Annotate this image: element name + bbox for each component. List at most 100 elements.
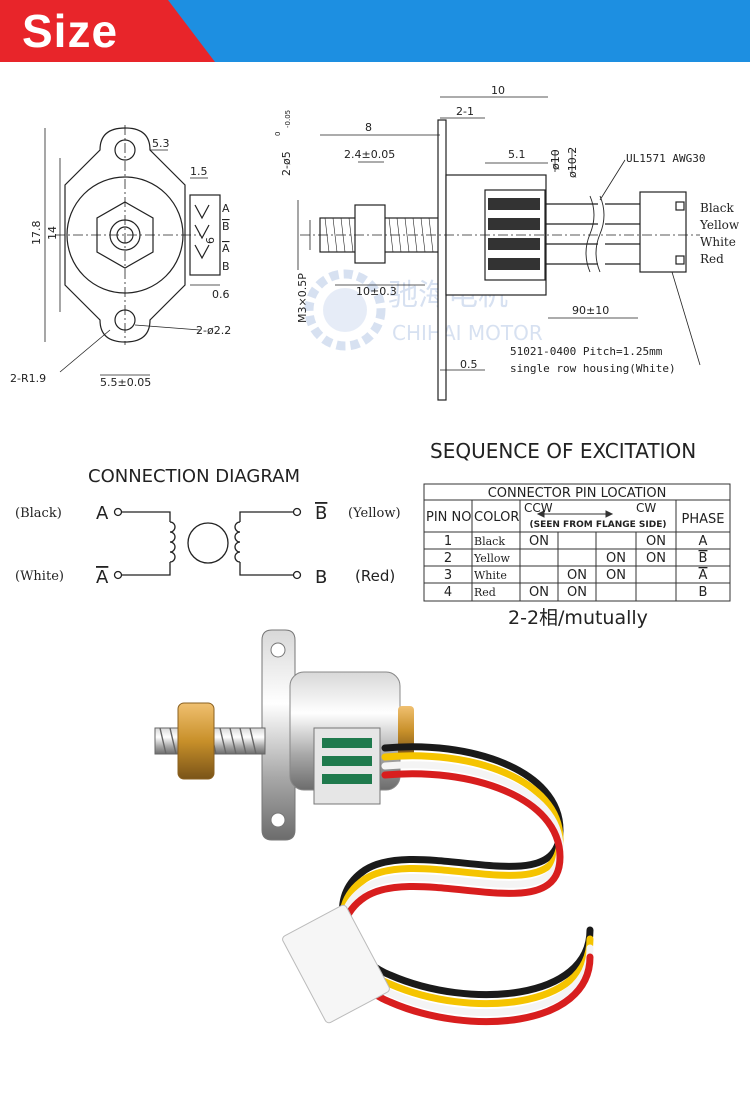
header-pin: PIN NO	[426, 510, 472, 525]
technical-drawing: 驰海电机 CHIHAI MOTOR 5.3 1.5 17.8 14 6 0.6 …	[10, 84, 740, 401]
motor-can-photo	[289, 671, 414, 805]
coil-label-b-bar: B	[222, 220, 230, 233]
left-top-color: (Black)	[15, 506, 62, 521]
dim-hole: 2-ø2.2	[196, 324, 231, 337]
connector-housing	[639, 191, 687, 273]
dim-screw: M3×0.5P	[296, 273, 309, 323]
wire-bundle	[339, 743, 594, 1026]
table-cell-step: ON	[529, 534, 549, 549]
connector-photo	[282, 904, 390, 1024]
left-bottom-color: (White)	[15, 569, 64, 584]
sequence-table-grid	[423, 483, 731, 602]
table-cell-phase: A	[699, 568, 708, 583]
pin-dot-b-bar	[292, 507, 302, 517]
dim-2-4: 2.4±0.05	[344, 148, 395, 161]
hex-nut	[96, 201, 154, 269]
table-cell-pin: 4	[444, 585, 452, 600]
table-cell-step: ON	[646, 534, 666, 549]
dim-10: 10	[491, 84, 505, 97]
table-cell-phase: B	[699, 585, 708, 600]
banner-title: Size	[22, 5, 119, 57]
table-cell-phase: B	[699, 551, 708, 566]
coil-label-a: A	[222, 202, 230, 215]
dim-radius: 2-R1.9	[10, 372, 46, 385]
dim-8: 8	[365, 121, 372, 134]
table-cell-phase: A	[699, 534, 708, 549]
table-cell-step: ON	[606, 551, 626, 566]
front-view	[44, 125, 221, 376]
right-bottom-color: (Red)	[355, 567, 395, 585]
cable-spec: UL1571 AWG30	[626, 152, 705, 165]
dim-0-6: 0.6	[212, 288, 230, 301]
brass-nut	[177, 702, 215, 780]
excitation-sequence: SEQUENCE OF EXCITATION CONNECTOR PIN LOC…	[423, 440, 731, 629]
coil-right	[234, 521, 241, 563]
dim-90: 90±10	[572, 304, 609, 317]
wire-0	[339, 743, 594, 999]
dim-pitch: 5.5±0.05	[100, 376, 151, 389]
dim-shaft-tol: -0.05	[284, 110, 292, 128]
dim-5-3: 5.3	[152, 137, 170, 150]
connection-diagram: CONNECTION DIAGRAM (Black) A (White) A B…	[15, 466, 401, 588]
table-cell-step: ON	[606, 568, 626, 583]
coil-label-b: B	[222, 260, 230, 273]
table-cell-pin: 3	[444, 568, 452, 583]
pin-dot-a-bar	[113, 570, 123, 580]
side-view-labels: 10 2-1 8 2.4±0.05 5.1 ø10 ø10.2 2-ø5 0 -…	[274, 84, 740, 375]
coil-label-a-bar: A	[222, 242, 230, 255]
product-photo	[154, 629, 594, 1026]
housing-spec-line2: single row housing(White)	[510, 362, 676, 375]
wire-label-black: Black	[700, 201, 735, 215]
dim-5-1: 5.1	[508, 148, 526, 161]
wire-label-white: White	[700, 235, 736, 249]
table-title: CONNECTOR PIN LOCATION	[488, 486, 667, 501]
wire-1	[339, 752, 594, 1008]
wire-label-yellow: Yellow	[699, 218, 740, 232]
sequence-title: SEQUENCE OF EXCITATION	[430, 440, 696, 463]
table-cell-pin: 2	[444, 551, 452, 566]
left-top-pin: A	[96, 503, 109, 524]
coil-left	[169, 521, 176, 563]
rotor-circle	[187, 522, 229, 564]
wire-3	[339, 770, 594, 1026]
connection-title: CONNECTION DIAGRAM	[88, 466, 300, 487]
pin-dot-b	[292, 570, 302, 580]
dim-0-5: 0.5	[460, 358, 478, 371]
right-bottom-pin: B	[315, 567, 327, 588]
dim-shaft: 2-ø5	[280, 151, 293, 176]
table-cell-pin: 1	[444, 534, 452, 549]
table-cell-step: ON	[567, 585, 587, 600]
header-phase: PHASE	[682, 512, 725, 527]
housing-spec-line1: 51021-0400 Pitch=1.25mm	[510, 345, 663, 358]
header-color: COLOR	[474, 510, 519, 525]
table-cell-color: Red	[474, 586, 496, 599]
table-cell-color: Black	[474, 535, 505, 548]
screw-nut	[354, 204, 386, 264]
dim-travel: 10±0.3	[356, 285, 397, 298]
sequence-note: 2-2相/mutually	[508, 607, 648, 629]
front-view-labels: 5.3 1.5 17.8 14 6 0.6 A B A B 2-ø2.2 2-R…	[10, 137, 231, 389]
dim-shaft-tol-top: 0	[274, 132, 282, 136]
table-cell-step: ON	[529, 585, 549, 600]
mounting-flange	[437, 119, 447, 401]
dim-6: 6	[204, 237, 217, 244]
watermark-gear-icon	[304, 269, 386, 351]
flange-outline	[64, 127, 186, 343]
dim-phi10-2: ø10.2	[566, 147, 579, 178]
motor-flange	[261, 629, 296, 841]
dim-2-1: 2-1	[456, 105, 474, 118]
header-flange: (SEEN FROM FLANGE SIDE)	[530, 520, 667, 530]
terminal-block	[189, 194, 221, 276]
right-top-color: (Yellow)	[348, 506, 401, 521]
wire-2	[339, 761, 594, 1017]
dim-17-8: 17.8	[30, 221, 43, 246]
dim-14: 14	[46, 226, 59, 240]
dim-1-5: 1.5	[190, 165, 208, 178]
left-bottom-pin: A	[96, 567, 109, 588]
wire-label-red: Red	[700, 252, 724, 266]
table-cell-step: ON	[646, 551, 666, 566]
watermark-en: CHIHAI MOTOR	[392, 321, 543, 345]
header-banner: Size	[0, 0, 750, 62]
watermark-gear-center	[323, 288, 367, 332]
